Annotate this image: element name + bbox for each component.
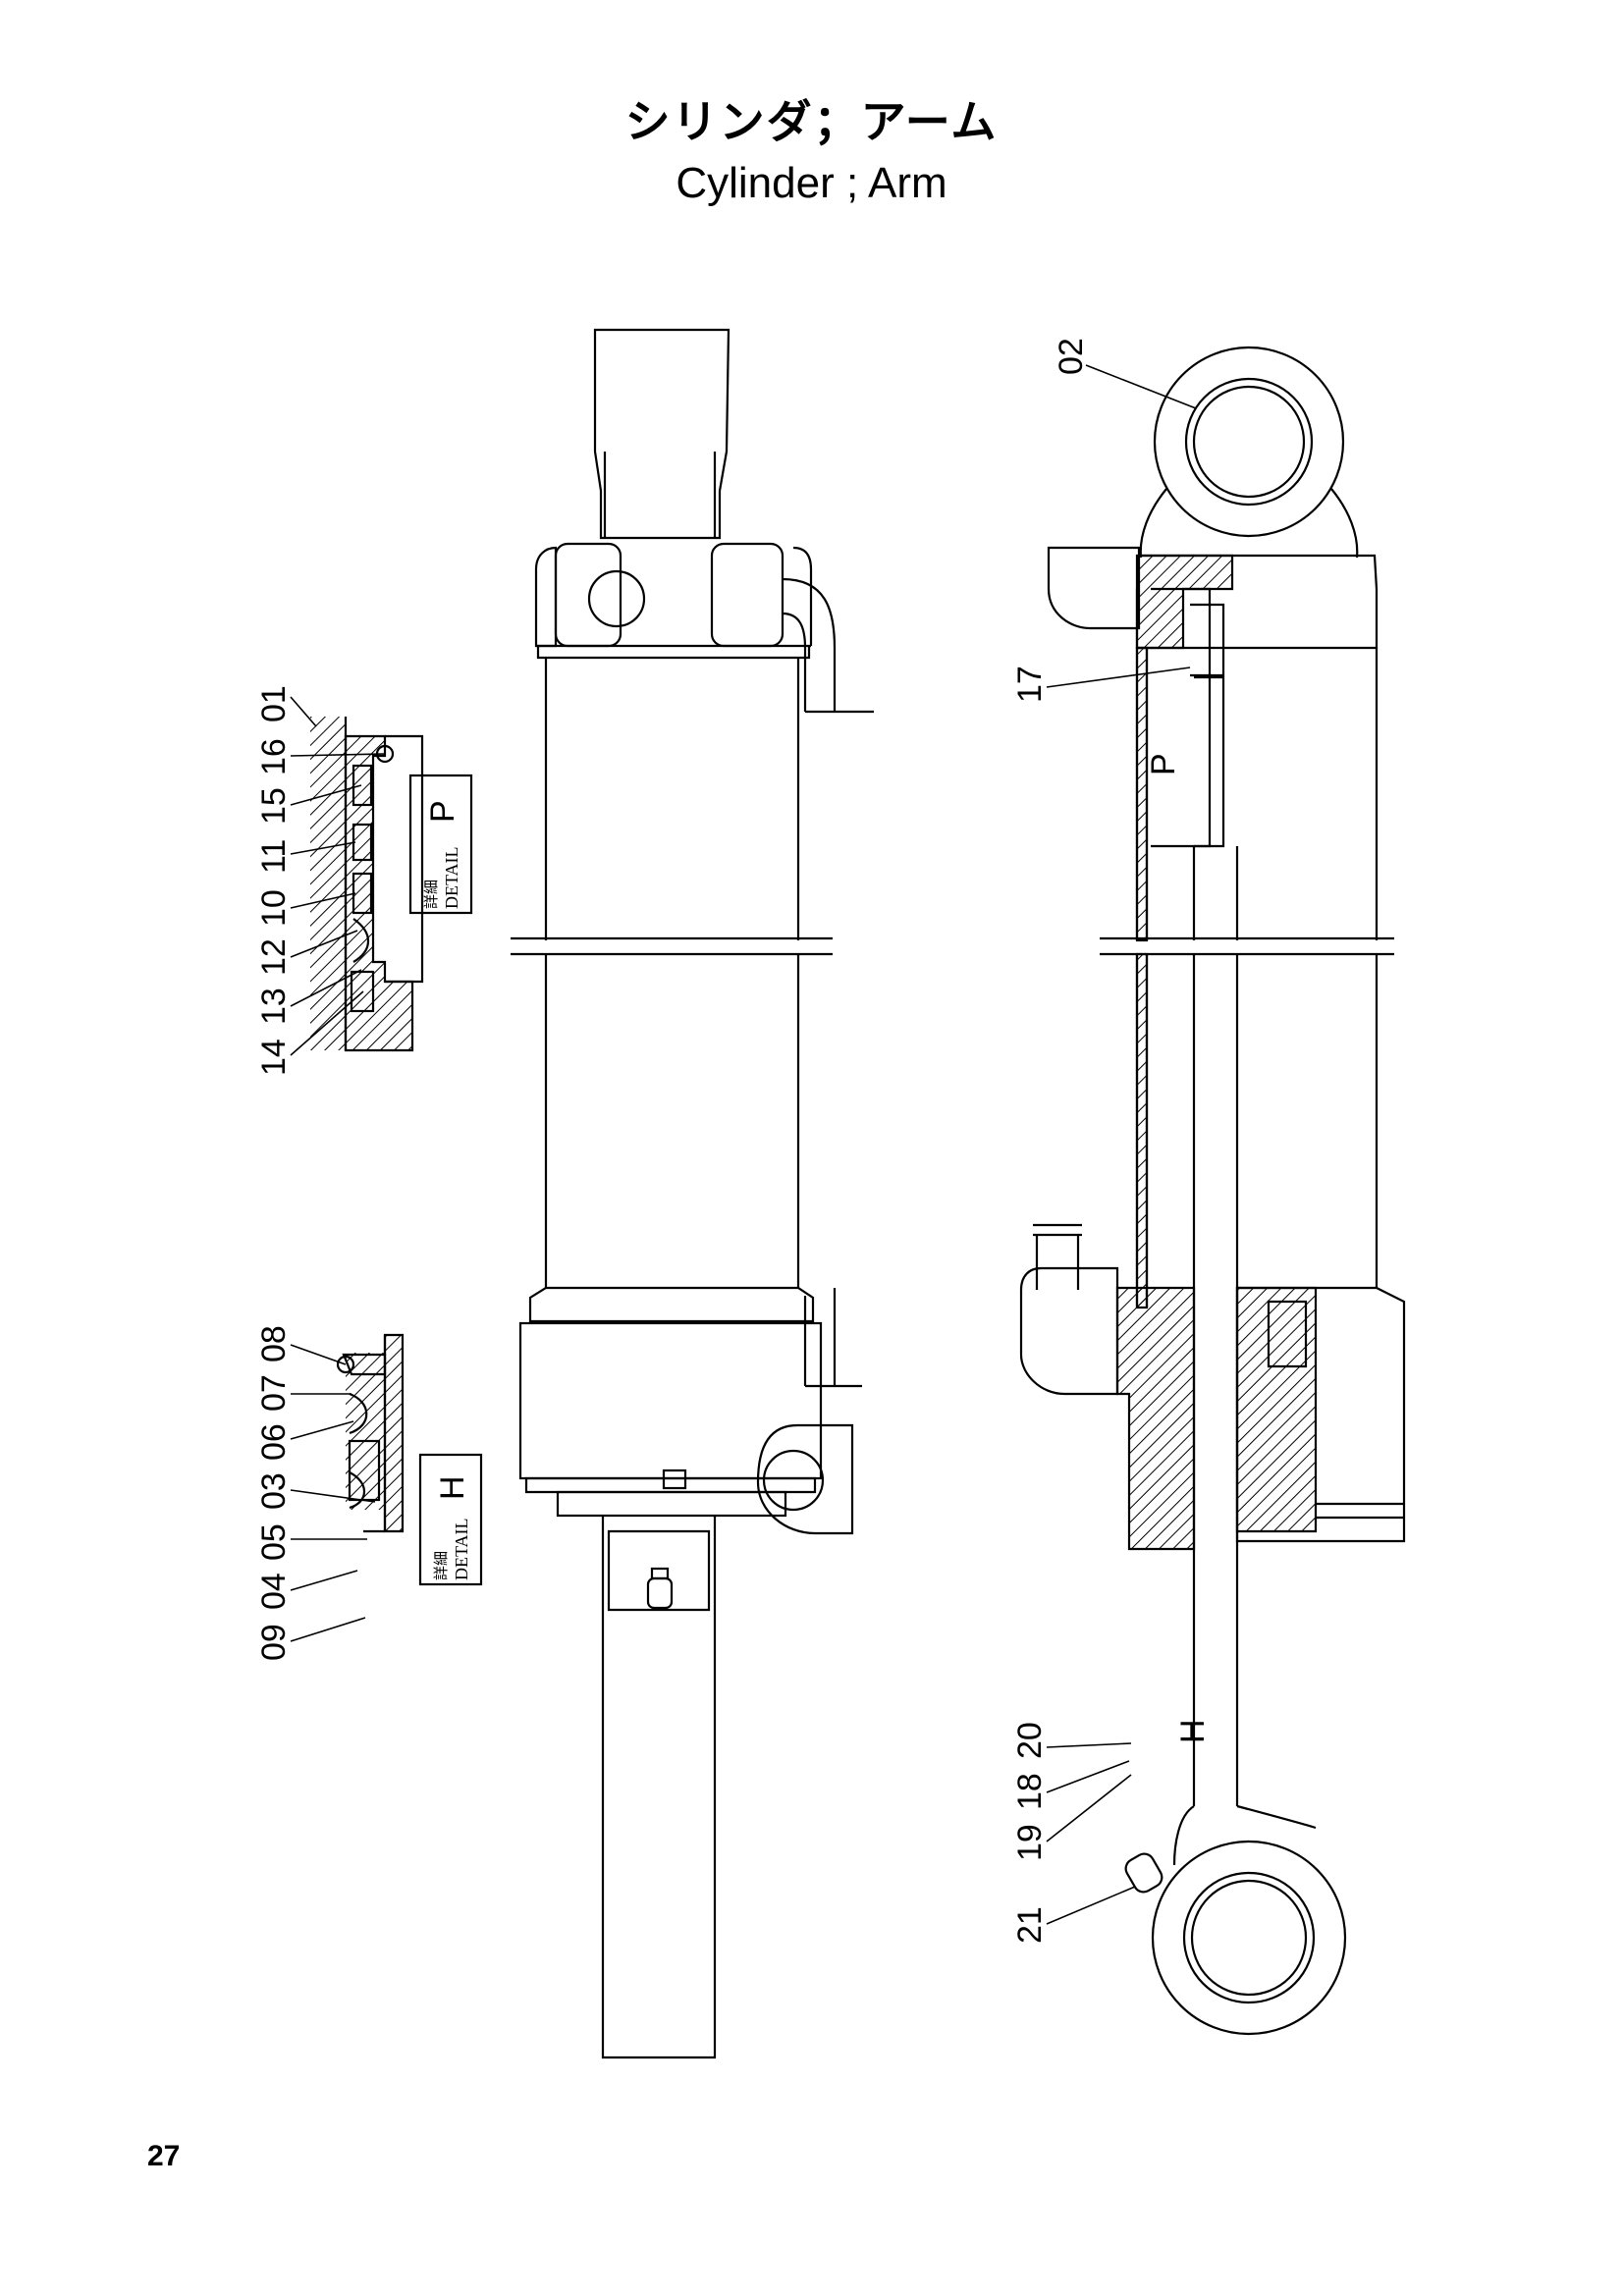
part-label-02: 02 (1053, 338, 1090, 375)
part-label-06: 06 (255, 1423, 293, 1461)
part-label-07: 07 (255, 1374, 293, 1412)
detail-p-box (408, 774, 473, 915)
part-label-21: 21 (1011, 1906, 1049, 1944)
part-labels-detail-p: 01 16 15 11 10 12 13 14 (255, 685, 293, 1076)
part-label-01: 01 (255, 685, 293, 722)
detail-h-box (418, 1453, 483, 1586)
part-label-13: 13 (255, 988, 293, 1025)
part-label-16: 16 (255, 738, 293, 775)
detail-p-section (310, 717, 424, 1052)
section-h-label: H (1174, 1719, 1212, 1743)
section-p-label: P (1145, 753, 1182, 775)
part-label-15: 15 (255, 787, 293, 825)
part-label-19: 19 (1011, 1824, 1049, 1861)
part-label-03: 03 (255, 1472, 293, 1510)
page-number: 27 (147, 2140, 181, 2172)
detail-p-letter: P (424, 800, 461, 823)
detail-p-en: DETAIL (442, 846, 461, 909)
exterior-view (511, 328, 874, 2059)
part-label-04: 04 (255, 1573, 293, 1610)
part-label-14: 14 (255, 1039, 293, 1076)
part-label-20: 20 (1011, 1722, 1049, 1759)
part-label-10: 10 (255, 889, 293, 927)
part-label-12: 12 (255, 938, 293, 976)
page-title-english: Cylinder ; Arm (676, 159, 947, 207)
section-view (1019, 346, 1406, 2036)
part-labels-section: 02 17 20 18 19 21 (1011, 338, 1090, 1944)
part-label-09: 09 (255, 1624, 293, 1661)
part-labels-detail-h: 08 07 06 03 05 04 09 (255, 1325, 293, 1661)
leader-lines (290, 364, 1197, 1925)
detail-h-letter: H (434, 1475, 471, 1500)
part-label-11: 11 (255, 839, 293, 874)
detail-h-section (336, 1333, 405, 1533)
page-title-japanese: シリンダ；アーム (624, 95, 999, 148)
detail-p-jp: 詳細 (422, 880, 440, 909)
detail-h-jp: 詳細 (432, 1551, 450, 1580)
part-label-17: 17 (1011, 666, 1049, 703)
part-label-18: 18 (1011, 1773, 1049, 1810)
part-label-08: 08 (255, 1325, 293, 1362)
detail-h-en: DETAIL (452, 1518, 471, 1580)
part-label-05: 05 (255, 1523, 293, 1561)
